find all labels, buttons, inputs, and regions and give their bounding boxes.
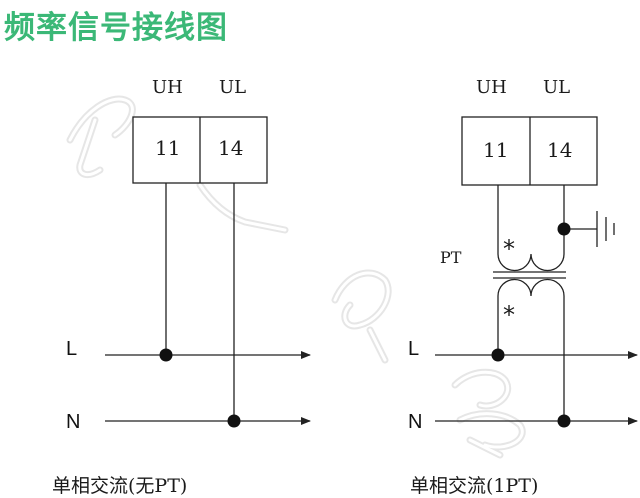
right-caption: 单相交流(1PT) [410,475,538,497]
right-diagram: UH UL 11 14 PT * * L N 单相交流(1PT) [408,77,638,497]
right-terminal-number-14: 14 [547,138,572,162]
right-secondary-coil [497,253,565,272]
right-junction-n [557,414,571,428]
right-terminal-label-ul: UL [543,77,570,98]
right-primary-coil [497,278,565,297]
right-bus-label-l: L [408,338,419,360]
left-terminal-label-ul: UL [219,77,246,98]
right-junction-ground [557,222,571,236]
page-title: 频率信号接线图 [4,10,228,46]
polarity-mark-primary: * [503,301,515,329]
left-terminal-number-11: 11 [155,136,180,160]
left-junction-n [227,414,241,428]
left-diagram: UH UL 11 14 L N 单相交流(无PT) [52,77,311,497]
right-terminal-number-11: 11 [483,138,508,162]
right-terminal-label-uh: UH [476,77,507,98]
left-caption: 单相交流(无PT) [52,475,187,497]
left-bus-label-l: L [66,338,77,360]
right-bus-label-n: N [408,411,422,433]
left-junction-l [159,348,173,362]
left-terminal-label-uh: UH [152,77,183,98]
right-junction-l [491,348,505,362]
left-terminal-number-14: 14 [218,136,243,160]
transformer-label: PT [440,248,462,267]
left-bus-label-n: N [66,411,80,433]
polarity-mark-secondary: * [503,235,515,263]
watermark [66,95,526,459]
